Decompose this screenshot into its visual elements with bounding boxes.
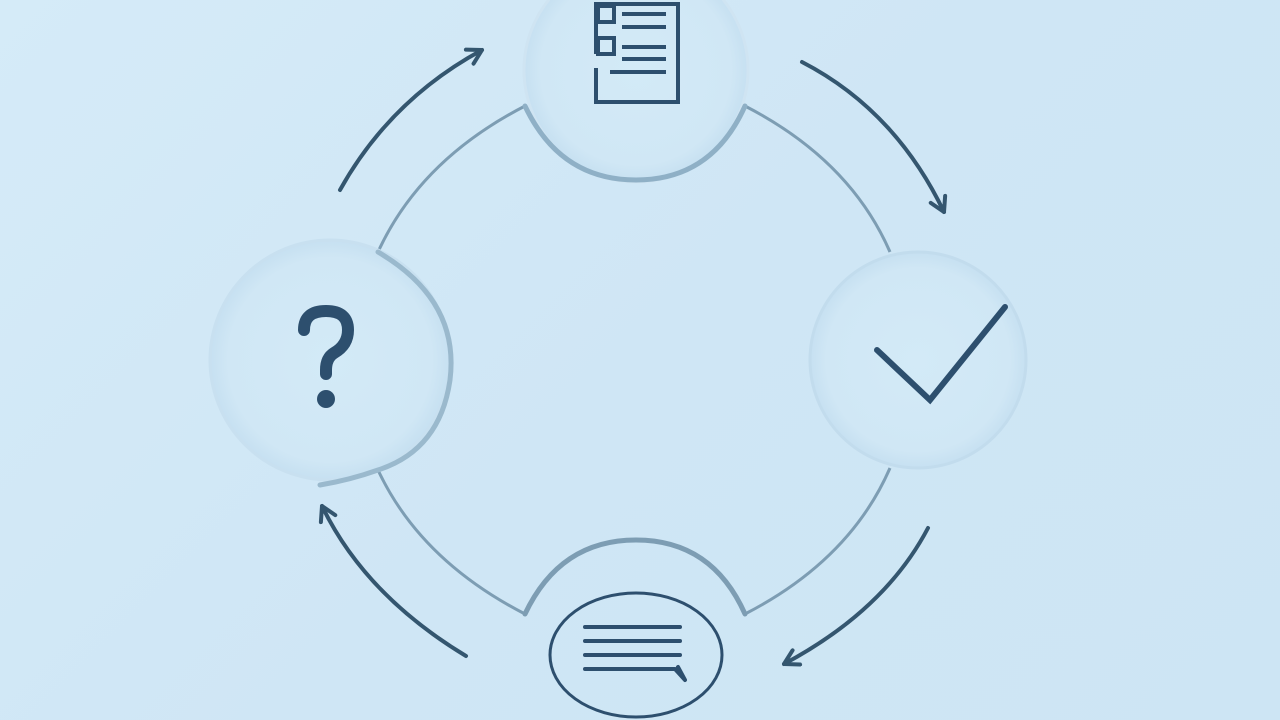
node-bottom [522, 537, 748, 719]
arrow-bottom-to-left [318, 504, 468, 658]
ring-segment-bottom-left [376, 469, 526, 616]
central-ring [376, 104, 892, 616]
arrow-left-to-top [338, 47, 484, 192]
arrow-right-to-bottom [782, 526, 930, 667]
arrow-top-to-right [800, 60, 948, 214]
node-right-disc [808, 250, 1028, 470]
cycle-arrows [318, 47, 948, 667]
checkmark-icon [874, 304, 1008, 405]
node-left [208, 238, 454, 488]
question-mark-icon [298, 304, 355, 408]
node-bottom-notch [522, 537, 748, 617]
speech-bubble-icon [548, 591, 724, 719]
ring-segment-top-left [376, 104, 526, 253]
node-right [808, 250, 1028, 470]
ring-segment-bottom-right [744, 467, 892, 616]
checklist-document-icon [594, 2, 680, 104]
node-left-notch [317, 249, 454, 488]
ring-segment-top-right [744, 104, 892, 253]
node-top [522, 0, 750, 184]
node-top-notch [522, 103, 748, 183]
